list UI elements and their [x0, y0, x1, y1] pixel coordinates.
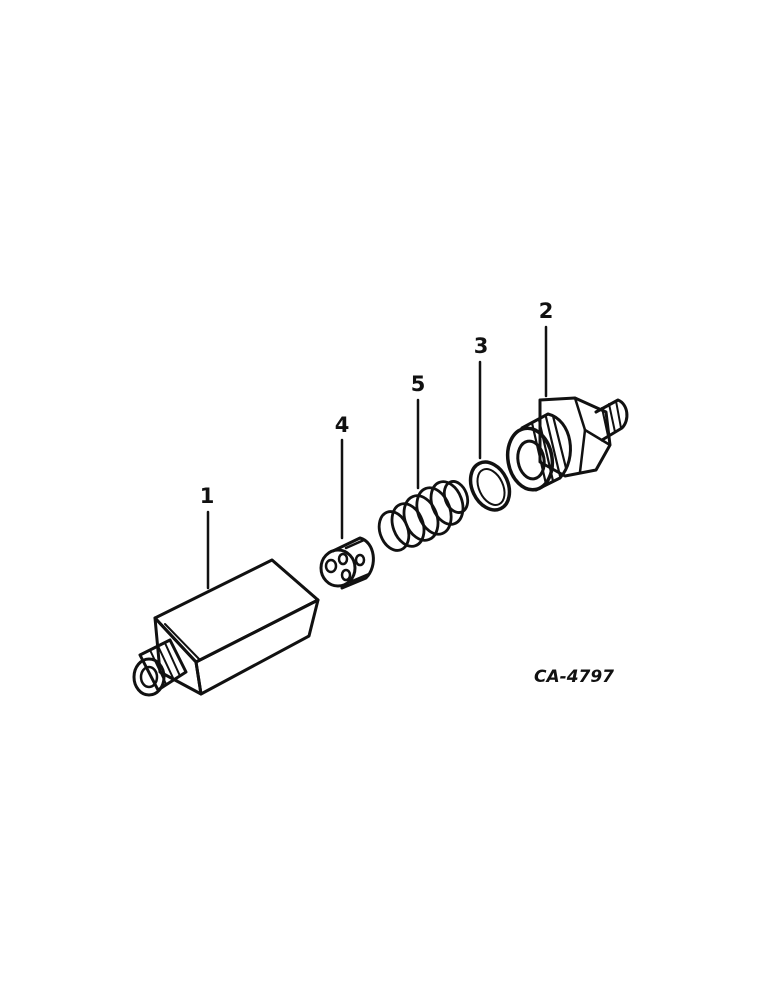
- part-5-spring: [377, 398, 470, 552]
- part-4-poppet: [319, 438, 375, 590]
- callout-part-2: 2: [539, 299, 554, 323]
- callout-part-4: 4: [335, 413, 350, 437]
- part-1-threaded-nipple: [132, 638, 188, 697]
- part-3-o-ring: [468, 360, 512, 512]
- callout-part-3: 3: [474, 334, 489, 358]
- part-2-threaded-stem: [594, 398, 629, 442]
- callout-part-1: 1: [200, 484, 215, 508]
- callout-part-5: 5: [411, 372, 426, 396]
- part-2-hex-fitting: [505, 325, 629, 492]
- part-1-hex-adapter: [132, 510, 320, 697]
- figure-code: CA-4797: [534, 667, 614, 687]
